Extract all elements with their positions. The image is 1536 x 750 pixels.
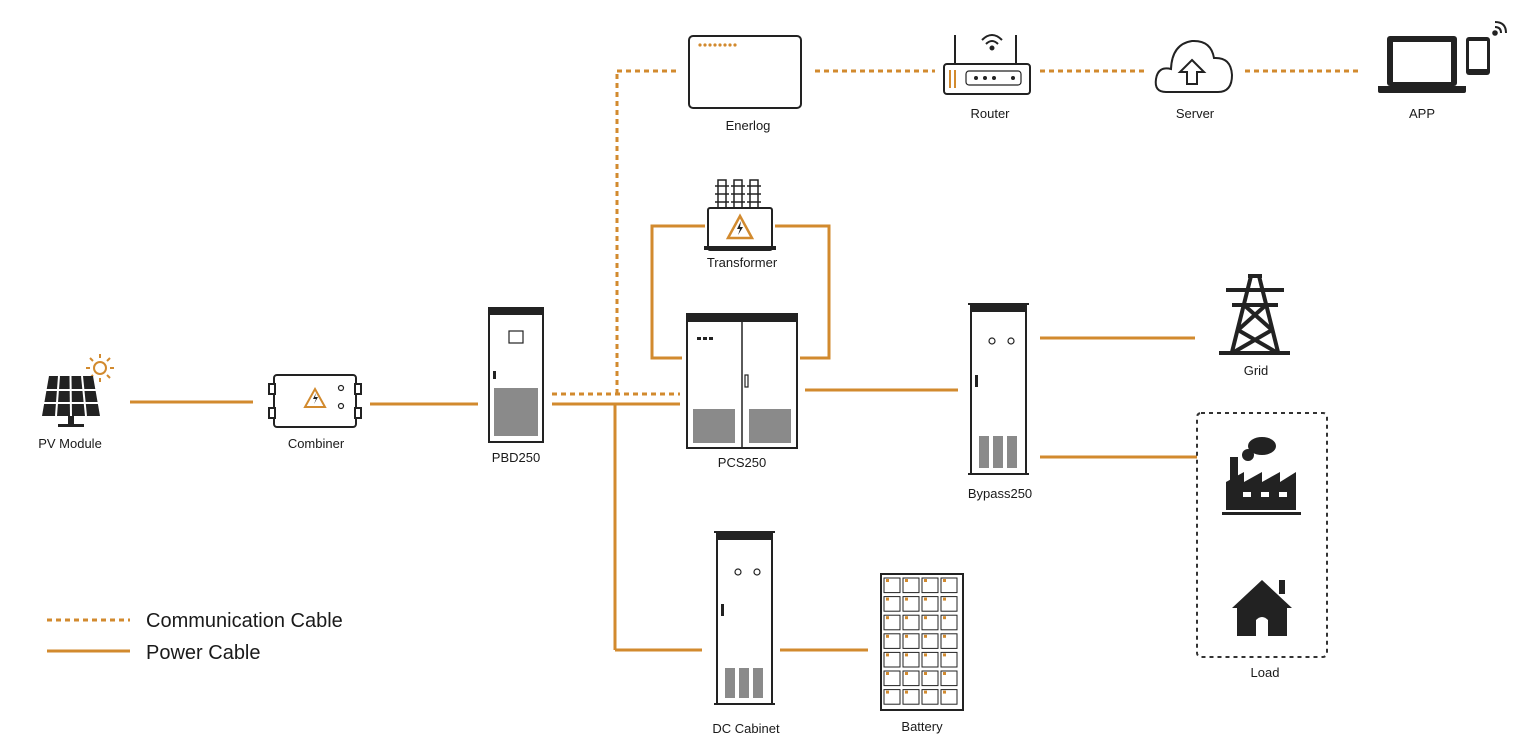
factory-icon: [1222, 437, 1301, 515]
battery-modules: [883, 577, 958, 705]
bypass250-label: Bypass250: [968, 486, 1032, 501]
battery-terminal: [924, 690, 927, 694]
router-label: Router: [970, 106, 1010, 121]
grid-label: Grid: [1244, 363, 1269, 378]
pcs250-label: PCS250: [718, 455, 766, 470]
signal-icon: [1492, 21, 1507, 36]
battery-terminal: [943, 634, 946, 638]
app-devices: APP: [1378, 21, 1507, 121]
battery-terminal: [943, 579, 946, 582]
dc-cabinet: DC Cabinet: [712, 531, 780, 736]
house-icon: [1232, 580, 1292, 636]
battery-label: Battery: [901, 719, 943, 734]
dc-cabinet-label: DC Cabinet: [712, 721, 780, 736]
load-group: Load: [1196, 412, 1328, 680]
load-label: Load: [1251, 665, 1280, 680]
upload-arrow-icon: [1177, 58, 1207, 85]
battery-terminal: [905, 616, 908, 620]
warning-icon: [303, 386, 327, 408]
power-cables: [130, 224, 1197, 652]
battery-terminal: [886, 653, 889, 657]
bypass250-cabinet: Bypass250: [968, 303, 1032, 501]
transformer-label: Transformer: [707, 255, 778, 270]
app-label: APP: [1409, 106, 1435, 121]
battery-terminal: [943, 597, 946, 601]
pv-module-label: PV Module: [38, 436, 102, 451]
router-device: Router: [943, 34, 1031, 121]
battery-terminal: [905, 653, 908, 657]
battery-terminal: [924, 579, 927, 582]
battery-terminal: [886, 597, 889, 601]
battery-terminal: [886, 672, 889, 675]
battery-terminal: [943, 672, 946, 675]
combiner: Combiner: [268, 374, 362, 451]
transformer: Transformer: [704, 179, 778, 270]
indicator-lights: [698, 43, 737, 47]
battery-terminal: [886, 634, 889, 638]
battery-terminal: [905, 672, 908, 675]
battery-terminal: [924, 634, 927, 638]
warning-icon: [725, 213, 755, 240]
battery-terminal: [924, 672, 927, 675]
cloud-icon: [1154, 39, 1234, 93]
server-cloud: Server: [1154, 39, 1234, 121]
battery-terminal: [943, 653, 946, 657]
battery-terminal: [886, 690, 889, 694]
communication-cables: [552, 69, 1360, 396]
battery-terminal: [905, 597, 908, 601]
battery-terminal: [943, 616, 946, 620]
legend-communication-label: Communication Cable: [146, 610, 343, 632]
laptop-icon: [1378, 36, 1466, 93]
pbd250-cabinet: PBD250: [488, 307, 544, 465]
enerlog-label: Enerlog: [726, 118, 771, 133]
battery-terminal: [924, 616, 927, 620]
transmission-tower-icon: [1219, 274, 1290, 355]
legend: Communication Cable Power Cable: [47, 610, 343, 664]
grid-tower: Grid: [1219, 274, 1290, 378]
legend-power-label: Power Cable: [146, 642, 261, 664]
battery-terminal: [924, 653, 927, 657]
enerlog-device: Enerlog: [688, 35, 802, 133]
wifi-icon: [981, 34, 1003, 51]
battery-terminal: [886, 616, 889, 620]
battery-terminal: [905, 579, 908, 582]
battery-terminal: [886, 579, 889, 582]
insulator-icon: [715, 179, 761, 211]
battery-terminal: [905, 690, 908, 694]
pcs250-cabinet: PCS250: [686, 313, 798, 470]
phone-icon: [1466, 37, 1490, 75]
battery-terminal: [924, 597, 927, 601]
battery-rack: Battery: [880, 573, 964, 734]
pbd250-label: PBD250: [492, 450, 540, 465]
combiner-label: Combiner: [288, 436, 345, 451]
solar-panel-icon: [42, 375, 100, 427]
battery-terminal: [943, 690, 946, 694]
server-label: Server: [1176, 106, 1215, 121]
pv-module: PV Module: [38, 354, 114, 451]
battery-terminal: [905, 634, 908, 638]
